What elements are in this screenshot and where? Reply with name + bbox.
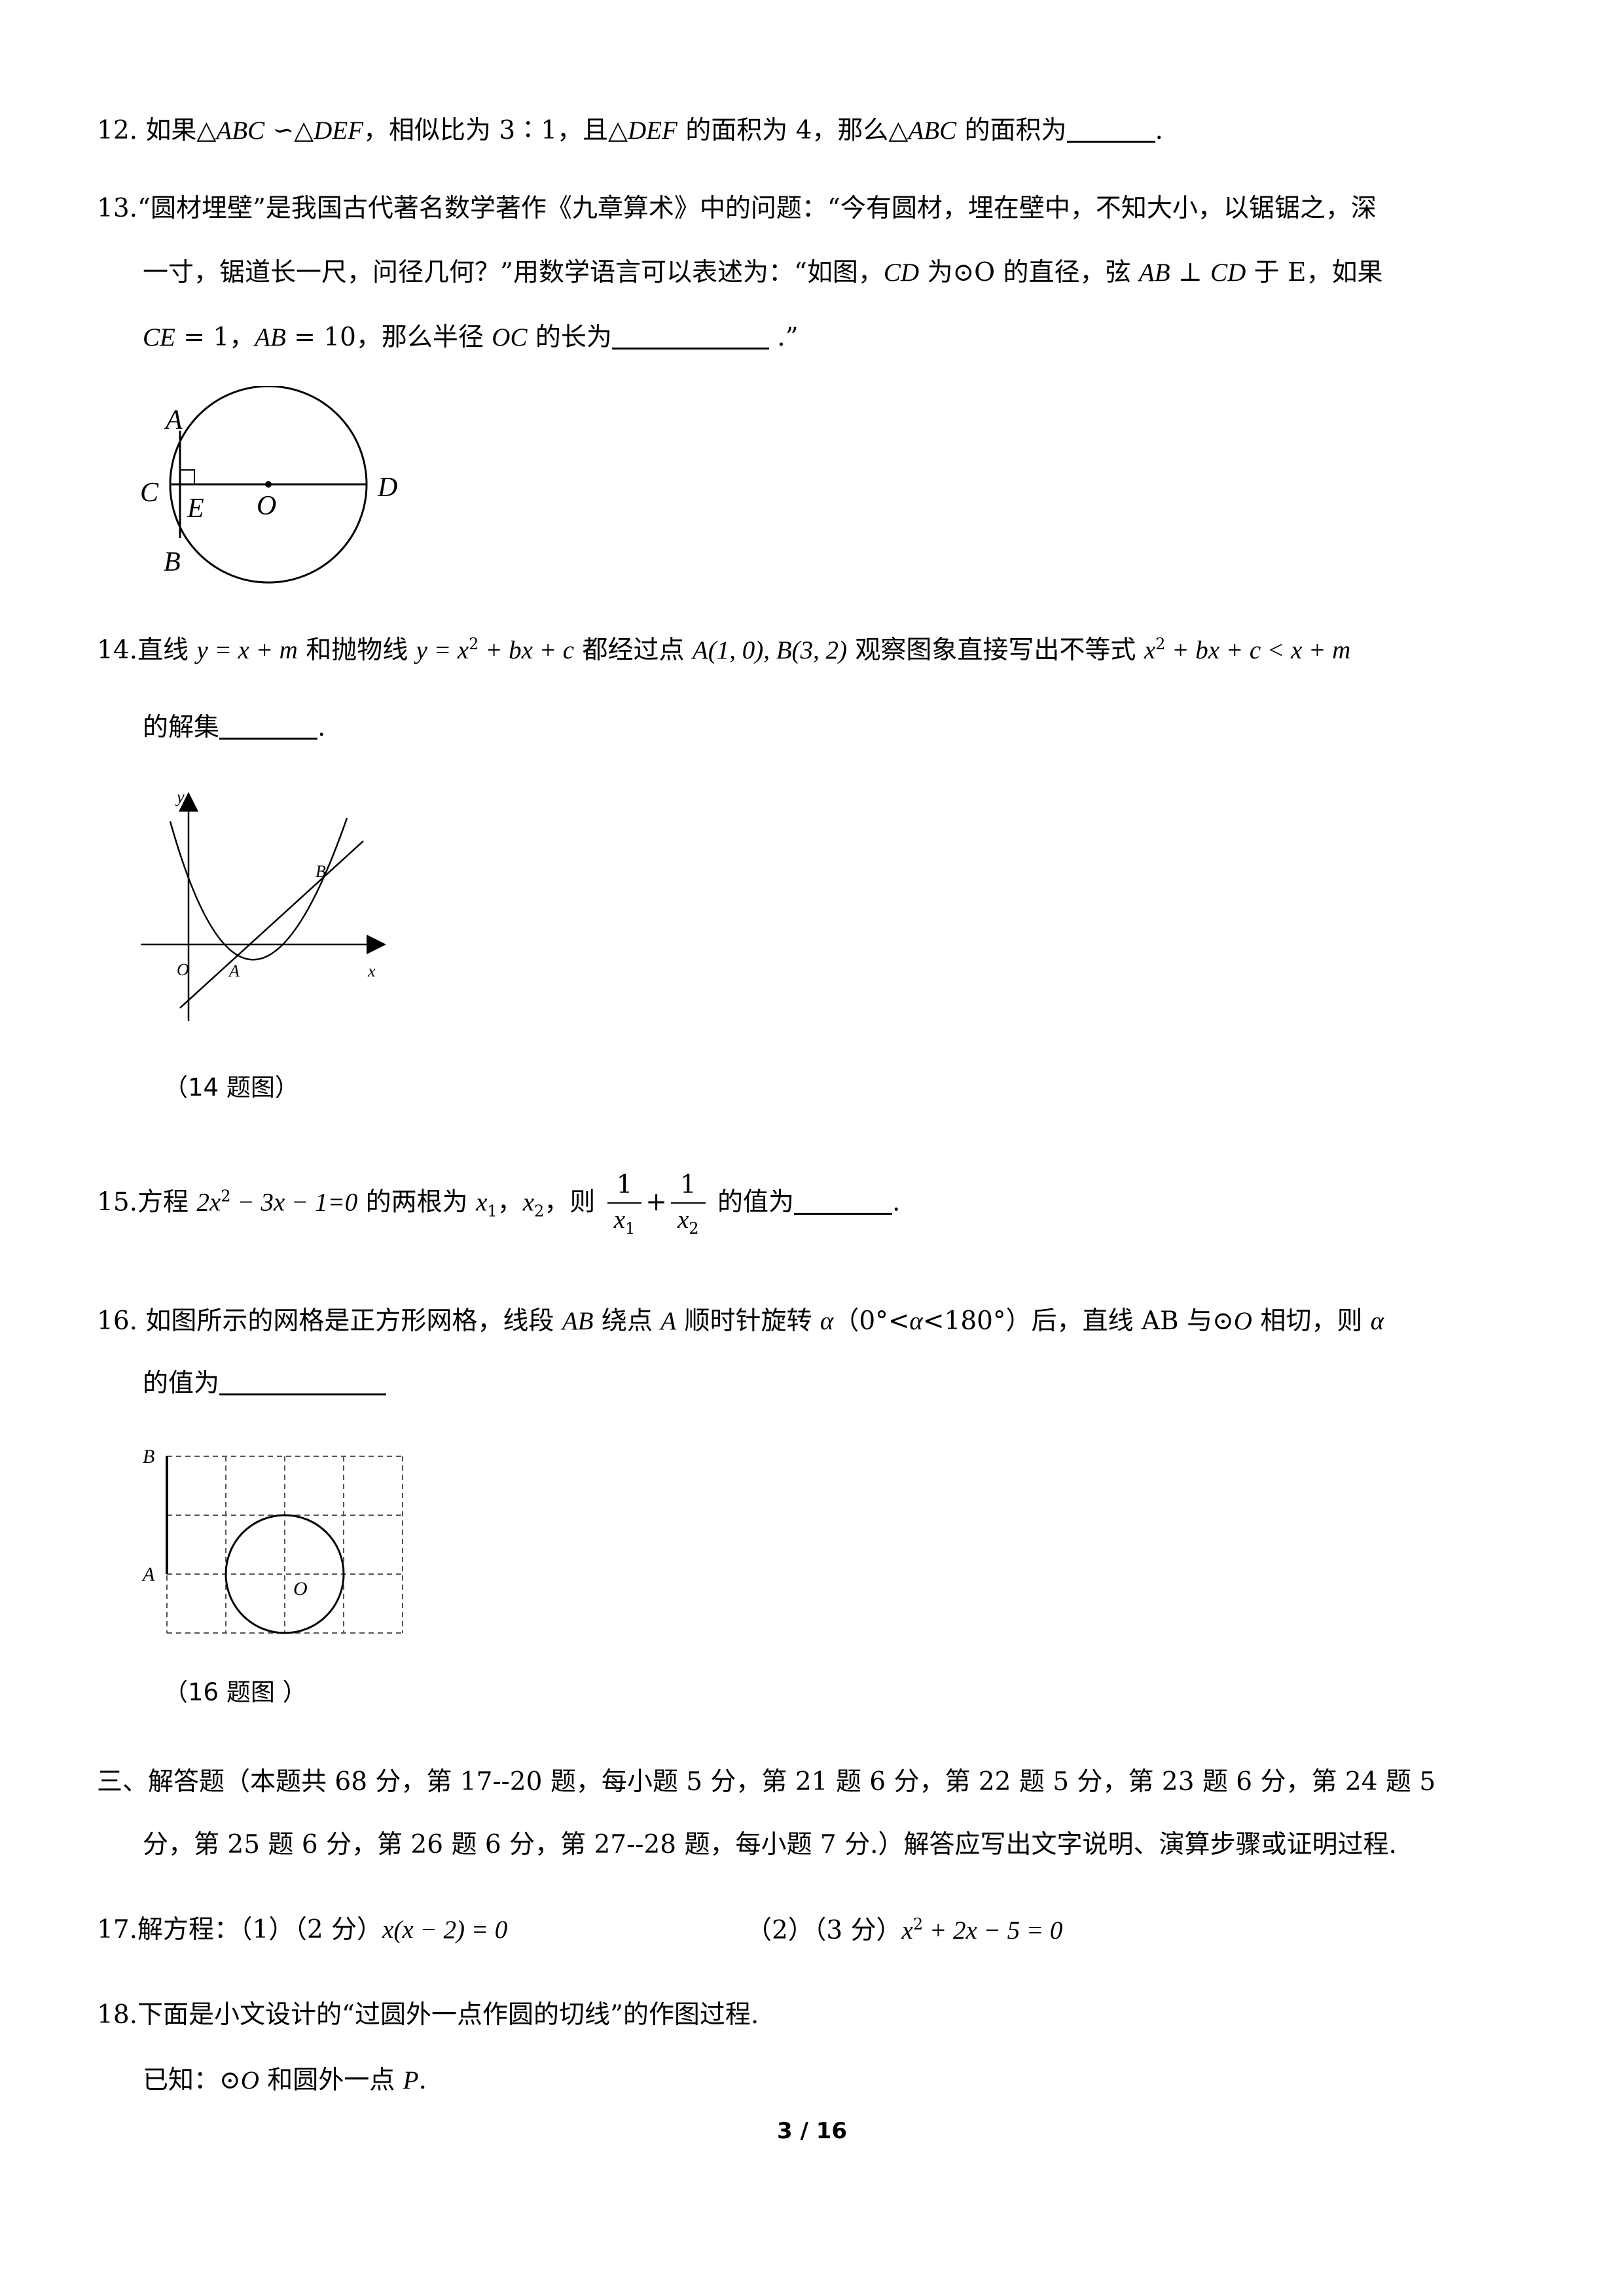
label-o: O — [293, 1578, 308, 1600]
q17-line: 17.解方程：（1）（2 分）x(x − 2) = 0 — [97, 1915, 508, 1945]
answer-blank[interactable] — [219, 1368, 387, 1395]
label-y: y — [175, 787, 185, 806]
section3-line-1: 三、解答题（本题共 68 分，第 17--20 题，每小题 5 分，第 21 题… — [97, 1767, 1436, 1797]
q14-line-1: 14.直线 y = x + m 和抛物线 y = x2 + bx + c 都经过… — [97, 635, 1351, 665]
parabola-curve — [169, 817, 348, 961]
grid-circle-figure: B A O — [141, 1446, 403, 1634]
label-point-b: B — [316, 862, 326, 881]
label-b: B — [143, 1446, 154, 1467]
parabola-line-figure: y x O A B — [141, 787, 386, 1021]
dashed-grid — [166, 1456, 403, 1634]
answer-blank[interactable] — [1066, 115, 1155, 143]
q16-line-1: 16. 如图所示的网格是正方形网格，线段 AB 绕点 A 顺时针旋转 α（0°<… — [97, 1306, 1384, 1336]
label-a: A — [164, 405, 183, 435]
page-number: 3 / 16 — [776, 2118, 848, 2144]
answer-blank[interactable] — [611, 322, 769, 350]
q14-line-2: 的解集. — [143, 712, 326, 743]
center-dot — [265, 481, 272, 488]
q13-line-1: 13.“圆材埋壁”是我国古代著名数学著作《九章算术》中的问题：“今有圆材，埋在壁… — [97, 194, 1377, 223]
q13-line-3: CE = 1，AB = 10，那么半径 OC 的长为 .” — [143, 322, 799, 353]
circle-o — [225, 1514, 345, 1634]
answer-blank[interactable] — [793, 1187, 892, 1215]
q17-part-2: （2）（3 分）x2 + 2x − 5 = 0 — [746, 1915, 1063, 1945]
q16-caption: （16 题图 ） — [164, 1678, 307, 1706]
label-origin: O — [177, 960, 189, 979]
label-d: D — [377, 473, 397, 503]
q18-line-2: 已知：⊙O 和圆外一点 P. — [143, 2066, 427, 2095]
q16-line-2: 的值为 — [143, 1368, 387, 1399]
label-e: E — [187, 493, 204, 524]
right-angle-mark — [180, 469, 195, 484]
answer-blank[interactable] — [219, 712, 318, 740]
circle-chord-figure: A B C D E O — [140, 386, 397, 584]
label-point-a: A — [228, 961, 240, 980]
q14-caption: （14 题图） — [164, 1073, 299, 1102]
label-o: O — [257, 491, 276, 521]
q13-line-2: 一寸，锯道长一尺，问径几何？”用数学语言可以表述为：“如图，CD 为⊙O 的直径… — [143, 258, 1383, 287]
straight-line — [179, 840, 364, 1009]
label-x: x — [367, 961, 376, 980]
q18-line-1: 18.下面是小文设计的“过圆外一点作圆的切线”的作图过程. — [97, 2000, 759, 2030]
section3-line-2: 分，第 25 题 6 分，第 26 题 6 分，第 27--28 题，每小题 7… — [143, 1830, 1397, 1859]
label-a: A — [141, 1564, 155, 1585]
q12-line: 12. 如果△ABC ∽△DEF，相似比为 3∶1，且△DEF 的面积为 4，那… — [97, 115, 1163, 146]
label-b: B — [164, 547, 181, 577]
label-c: C — [140, 478, 159, 508]
